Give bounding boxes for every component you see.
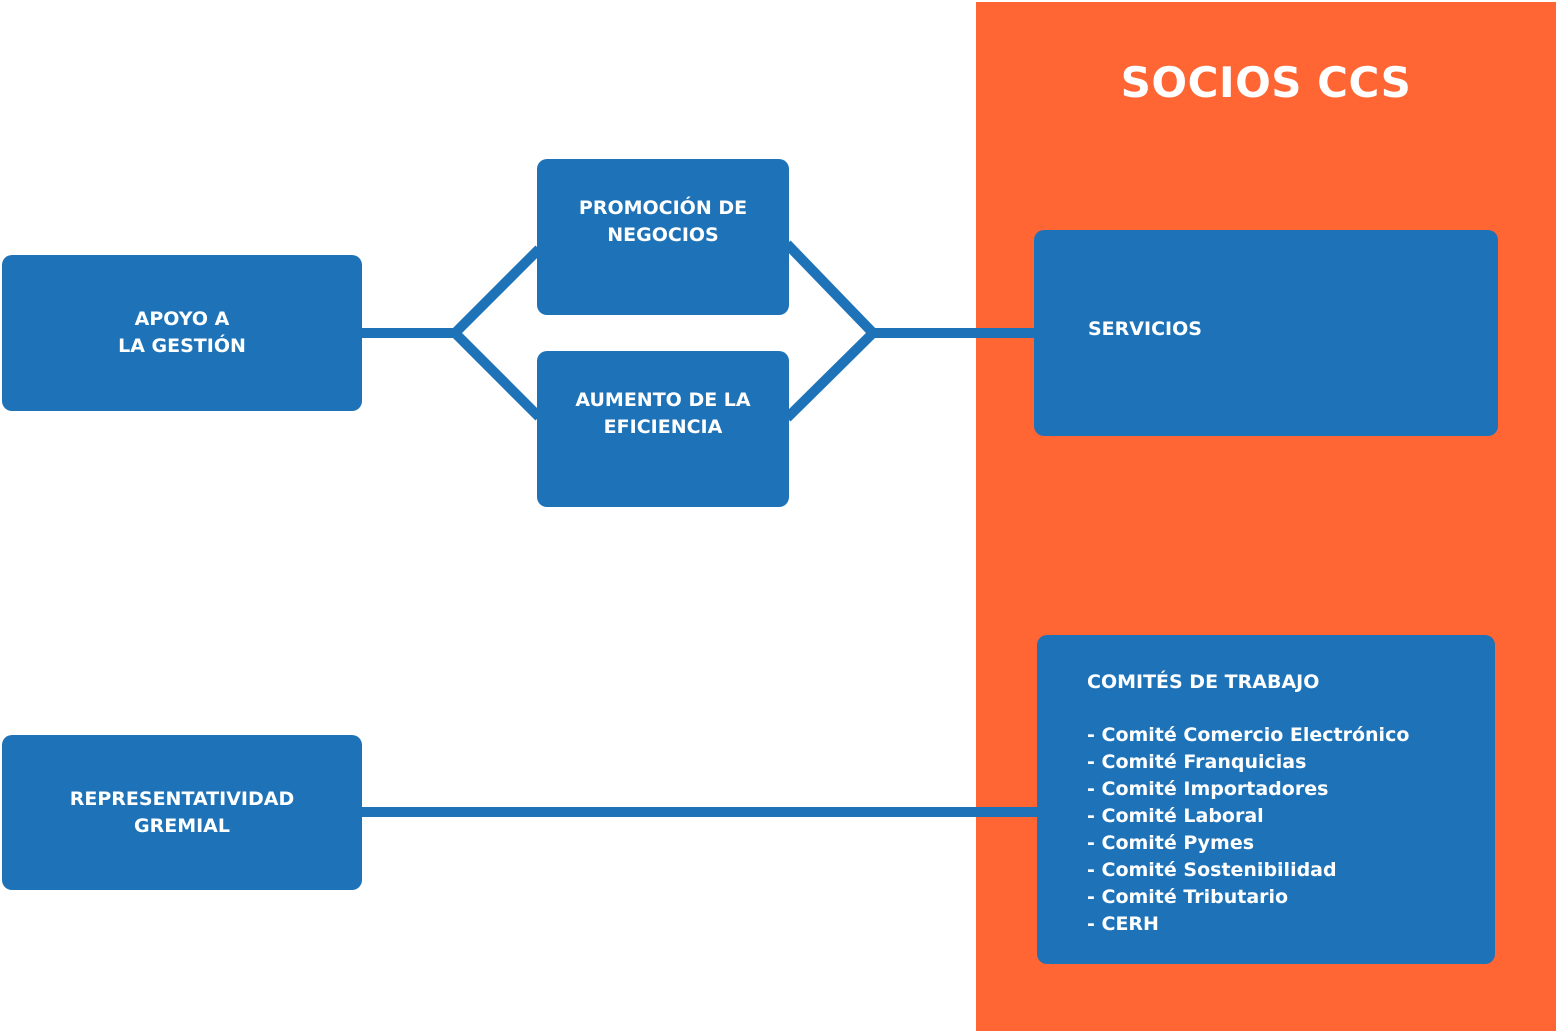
comite-item: - Comité Tributario bbox=[1087, 886, 1289, 908]
comites-trabajo-box: COMITÉS DE TRABAJO - Comité Comercio Ele… bbox=[1037, 635, 1495, 964]
apoyo-gestion-box: APOYO A LA GESTIÓN bbox=[2, 255, 362, 411]
connector-aumento-merge bbox=[783, 329, 877, 422]
servicios-label: SERVICIOS bbox=[1088, 318, 1202, 340]
comite-item: - Comité Importadores bbox=[1087, 778, 1329, 800]
comite-item: - Comité Sostenibilidad bbox=[1087, 859, 1337, 881]
panel-title: SOCIOS CCS bbox=[1120, 58, 1412, 107]
comite-item: - Comité Pymes bbox=[1087, 832, 1255, 854]
apoyo-gestion-label: APOYO A LA GESTIÓN bbox=[118, 308, 246, 357]
promocion-negocios-box: PROMOCIÓN DE NEGOCIOS bbox=[537, 159, 789, 315]
servicios-box: SERVICIOS bbox=[1034, 230, 1498, 436]
comite-item: - Comité Laboral bbox=[1087, 805, 1264, 827]
aumento-eficiencia-label: AUMENTO DE LA EFICIENCIA bbox=[575, 389, 751, 438]
comite-item: - Comité Comercio Electrónico bbox=[1087, 724, 1410, 746]
comite-item: - Comité Franquicias bbox=[1087, 751, 1307, 773]
comites-list: - Comité Comercio Electrónico - Comité F… bbox=[1087, 722, 1495, 938]
connector-split-aumento bbox=[451, 329, 543, 421]
connector-promocion-merge bbox=[783, 240, 877, 337]
representatividad-gremial-label: REPRESENTATIVIDAD GREMIAL bbox=[69, 787, 295, 837]
comite-item: - CERH bbox=[1087, 913, 1159, 935]
representatividad-gremial-box: REPRESENTATIVIDAD GREMIAL bbox=[2, 735, 362, 890]
promocion-negocios-label: PROMOCIÓN DE NEGOCIOS bbox=[578, 197, 748, 246]
aumento-eficiencia-box: AUMENTO DE LA EFICIENCIA bbox=[537, 351, 789, 507]
comites-title: COMITÉS DE TRABAJO bbox=[1087, 671, 1320, 693]
connector-split-promocion bbox=[451, 245, 543, 337]
